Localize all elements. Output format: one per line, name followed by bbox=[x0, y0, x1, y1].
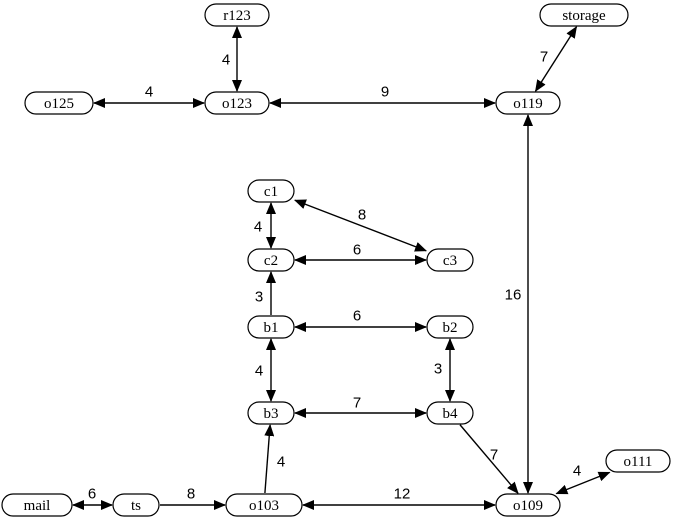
node-label: ts bbox=[131, 498, 141, 514]
node-b4: b4 bbox=[426, 401, 474, 425]
edge-weight-label: 7 bbox=[490, 447, 498, 464]
node-label: o103 bbox=[249, 498, 279, 514]
node-label: c3 bbox=[443, 253, 457, 269]
node-label: r123 bbox=[223, 8, 251, 24]
edge-o125-o123: 4 bbox=[93, 84, 205, 108]
node-box bbox=[247, 179, 295, 203]
node-box bbox=[225, 493, 303, 517]
node-box bbox=[495, 91, 561, 115]
edge-weight-label: 16 bbox=[505, 287, 522, 304]
edge-ts-o103: 8 bbox=[160, 486, 226, 510]
edge-weight-label: 6 bbox=[353, 242, 361, 259]
node-label: o109 bbox=[513, 498, 543, 514]
node-box bbox=[112, 493, 160, 517]
edge-weight-label: 4 bbox=[277, 454, 285, 471]
edge-line bbox=[264, 424, 275, 494]
node-box bbox=[426, 401, 474, 425]
edge-b3-b4: 7 bbox=[294, 395, 427, 418]
edge-o109-o111: 4 bbox=[555, 463, 611, 495]
node-storage: storage bbox=[539, 3, 629, 27]
node-box bbox=[247, 401, 295, 425]
edge-weight-label: 6 bbox=[353, 308, 361, 325]
edge-weight-label: 4 bbox=[573, 463, 581, 480]
node-label: b3 bbox=[264, 406, 279, 422]
node-box bbox=[204, 3, 270, 27]
edge-b1-b3: 4 bbox=[255, 338, 276, 402]
node-c3: c3 bbox=[426, 248, 474, 272]
node-b1: b1 bbox=[247, 315, 295, 339]
node-box bbox=[247, 248, 295, 272]
node-label: o123 bbox=[222, 96, 252, 112]
edges-layer: 4 4 9 7 16 4 8 6 3 6 4 3 7 7 4 6 8 12 4 bbox=[72, 26, 611, 510]
node-c1: c1 bbox=[247, 179, 295, 203]
node-box bbox=[605, 449, 671, 473]
node-b2: b2 bbox=[426, 315, 474, 339]
edge-o123-o119: 9 bbox=[269, 84, 496, 108]
node-box bbox=[247, 315, 295, 339]
edge-r123-o123: 4 bbox=[222, 26, 242, 92]
edge-o103-b3: 4 bbox=[264, 424, 285, 494]
node-mail: mail bbox=[1, 493, 73, 517]
edge-storage-o119: 7 bbox=[534, 26, 578, 93]
edge-weight-label: 9 bbox=[381, 84, 389, 101]
node-label: b4 bbox=[443, 406, 459, 422]
node-label: c1 bbox=[264, 184, 278, 200]
edge-o119-o109: 16 bbox=[505, 114, 533, 494]
node-box bbox=[204, 91, 270, 115]
node-box bbox=[495, 493, 561, 517]
edge-weight-label: 3 bbox=[434, 361, 442, 378]
edge-weight-label: 3 bbox=[255, 289, 263, 306]
node-label: o125 bbox=[44, 96, 74, 112]
node-o109: o109 bbox=[495, 493, 561, 517]
edge-c1-c3: 8 bbox=[293, 199, 428, 252]
node-ts: ts bbox=[112, 493, 160, 517]
node-o123: o123 bbox=[204, 91, 270, 115]
edge-weight-label: 7 bbox=[353, 395, 361, 412]
edge-weight-label: 12 bbox=[394, 486, 411, 503]
node-label: b1 bbox=[264, 320, 279, 336]
node-label: c2 bbox=[264, 253, 278, 269]
edge-weight-label: 4 bbox=[222, 52, 230, 69]
edge-o103-o109: 12 bbox=[302, 486, 496, 510]
node-o111: o111 bbox=[605, 449, 671, 473]
edge-weight-label: 4 bbox=[254, 219, 262, 236]
edge-b2-b4: 3 bbox=[434, 338, 455, 402]
edge-line bbox=[459, 424, 519, 495]
node-label: o119 bbox=[513, 96, 542, 112]
node-c2: c2 bbox=[247, 248, 295, 272]
edge-mail-ts: 6 bbox=[72, 486, 113, 510]
node-o103: o103 bbox=[225, 493, 303, 517]
edge-weight-label: 4 bbox=[145, 84, 153, 101]
edge-b1-c2: 3 bbox=[255, 271, 276, 315]
edge-weight-label: 7 bbox=[540, 49, 548, 66]
edge-b4-o109: 7 bbox=[459, 424, 519, 495]
node-box bbox=[539, 3, 629, 27]
node-box bbox=[426, 248, 474, 272]
edge-line bbox=[293, 199, 428, 252]
edge-weight-label: 8 bbox=[187, 486, 195, 503]
edge-c1-c2: 4 bbox=[254, 202, 276, 249]
node-o119: o119 bbox=[495, 91, 561, 115]
nodes-layer: r123 storage o125 o123 o119 c1 c2 c3 b1 b2 b3 b4 mai… bbox=[1, 3, 671, 517]
node-o125: o125 bbox=[24, 91, 94, 115]
node-box bbox=[24, 91, 94, 115]
node-label: o111 bbox=[624, 454, 653, 470]
edge-c2-c3: 6 bbox=[294, 242, 427, 265]
node-box bbox=[1, 493, 73, 517]
node-box bbox=[426, 315, 474, 339]
edge-weight-label: 4 bbox=[255, 363, 263, 380]
edge-b1-b2: 6 bbox=[294, 308, 427, 332]
edge-line bbox=[534, 26, 578, 93]
edge-line bbox=[555, 471, 611, 495]
node-label: mail bbox=[24, 498, 51, 514]
node-b3: b3 bbox=[247, 401, 295, 425]
edge-weight-label: 6 bbox=[88, 486, 96, 503]
node-label: b2 bbox=[443, 320, 458, 336]
edge-weight-label: 8 bbox=[358, 207, 366, 224]
node-label: storage bbox=[562, 8, 606, 24]
node-r123: r123 bbox=[204, 3, 270, 27]
